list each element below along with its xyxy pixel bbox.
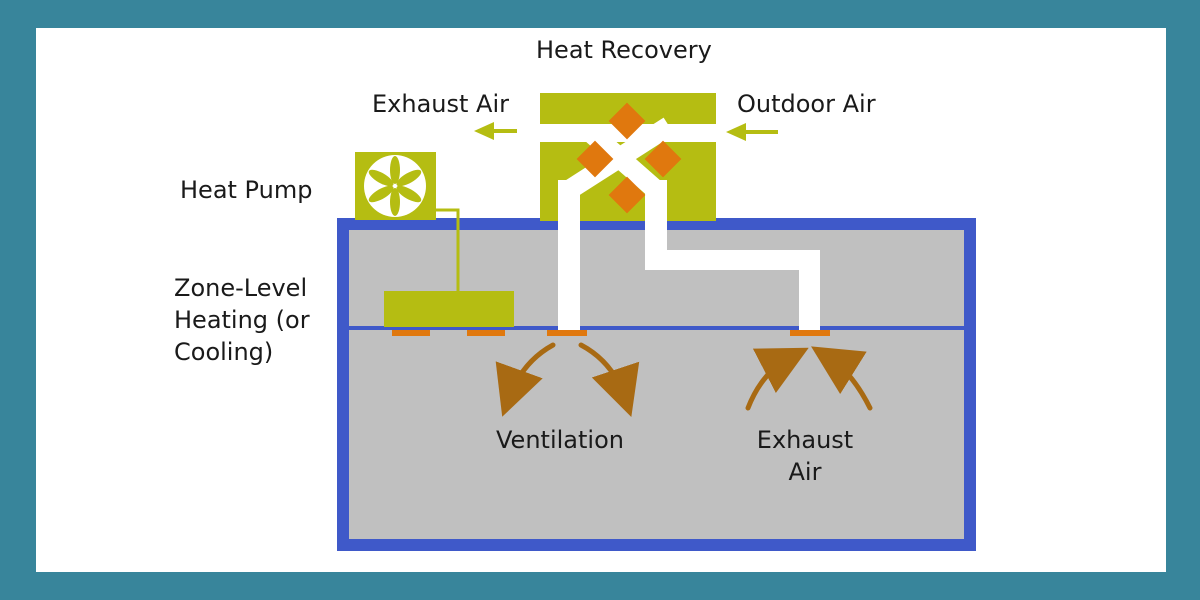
exhaust-air-top-label: Exhaust Air xyxy=(372,90,509,118)
exhaust-label-line-2: Air xyxy=(788,458,822,486)
outdoor-air-label: Outdoor Air xyxy=(737,90,876,118)
heat-exchanger-plates xyxy=(576,102,682,214)
ventilation-label: Ventilation xyxy=(496,426,624,454)
ventilation-arrows xyxy=(495,342,640,417)
exhaust-label-line-1: Exhaust xyxy=(756,426,854,454)
building xyxy=(337,218,976,551)
zone-level-unit xyxy=(384,291,514,327)
heat-pump-label: Heat Pump xyxy=(180,176,313,204)
heat-recovery-label: Heat Recovery xyxy=(536,36,712,64)
refrigerant-line xyxy=(436,208,460,292)
fan-icon xyxy=(364,155,426,217)
crossing-ducts xyxy=(563,117,675,199)
exhaust-arrows xyxy=(745,346,873,411)
zone-label-line-1: Zone-Level xyxy=(174,274,308,302)
ducts xyxy=(540,124,820,330)
arrow-left-icon xyxy=(726,123,778,141)
zone-level-label: Zone-Level Heating (or Cooling) xyxy=(174,272,334,368)
diffusers xyxy=(392,330,830,336)
zone-label-line-2: Heating (or xyxy=(174,306,310,334)
zone-label-line-3: Cooling) xyxy=(174,338,274,366)
arrow-left-icon xyxy=(474,122,517,140)
exhaust-air-bottom-label: Exhaust Air xyxy=(740,424,870,488)
